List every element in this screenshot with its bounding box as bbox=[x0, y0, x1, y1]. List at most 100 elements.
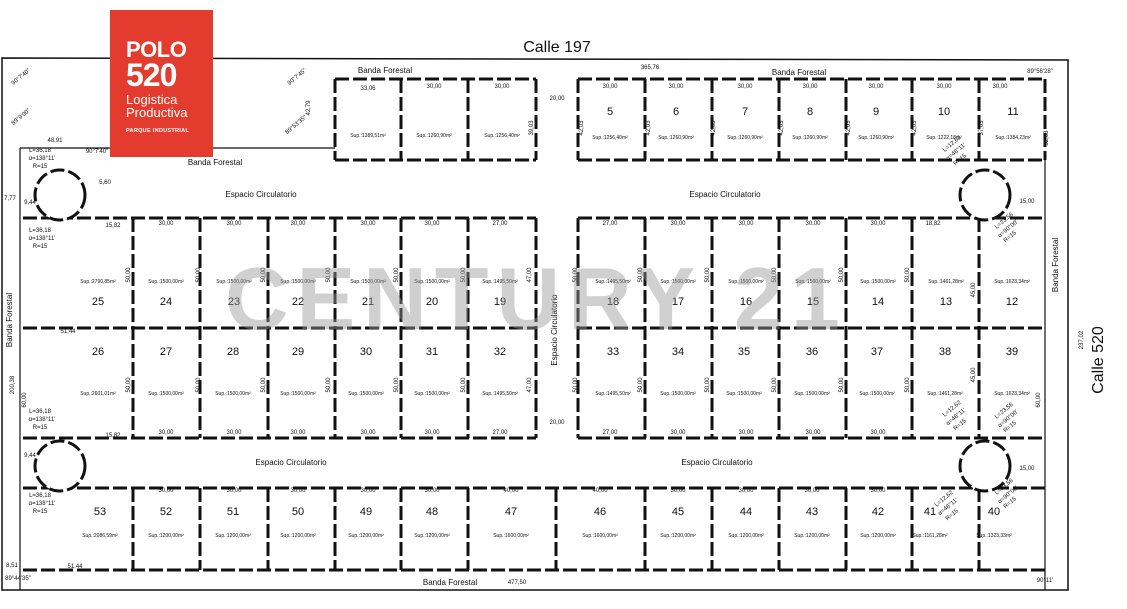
lot-surface: Sup.:1260,90m² bbox=[658, 135, 694, 141]
angle-label: 89°56'28" bbox=[1027, 69, 1053, 75]
dimension-label: 30,00 bbox=[668, 84, 684, 90]
cul-de-sac bbox=[958, 168, 1012, 222]
lot-number: 18 bbox=[607, 296, 619, 308]
curve-label: R=15 bbox=[33, 425, 48, 431]
lot-surface: Sup.:1200,00m² bbox=[860, 533, 896, 539]
lot-surface: Sup.:1500,00m² bbox=[280, 279, 316, 285]
lot-number: 52 bbox=[160, 506, 172, 518]
street-label-north: Calle 197 bbox=[523, 39, 591, 56]
lot-surface: Sup.:1495,50m² bbox=[482, 279, 518, 285]
dimension-label: 50,00 bbox=[705, 377, 711, 393]
dimension-label: 50,00 bbox=[326, 267, 332, 283]
curve-label: R=15 bbox=[33, 164, 48, 170]
lot-surface: Sup.:1500,00m² bbox=[726, 391, 762, 397]
dimension-label: 30,00 bbox=[936, 84, 952, 90]
lot-surface: Sup.:1623,34m² bbox=[994, 391, 1030, 397]
lot-surface: Sup.:1384,23m² bbox=[995, 135, 1031, 141]
dimension-label: 27,00 bbox=[602, 430, 618, 436]
dimension-label: 50,00 bbox=[126, 377, 132, 393]
angle-label: 90°11' bbox=[1037, 578, 1053, 584]
lot-number: 7 bbox=[742, 106, 748, 118]
dimension-label: 30,00 bbox=[870, 488, 886, 494]
lot-surface: Sup.:1500,00m² bbox=[795, 279, 831, 285]
curve-label: R=15 bbox=[33, 509, 48, 515]
curve-label: L=36,18 bbox=[29, 409, 52, 415]
dimension-label: 42,79 bbox=[306, 100, 312, 116]
angle-label: 90°7'40" bbox=[11, 68, 32, 87]
dimension-label: 30,00 bbox=[804, 488, 820, 494]
lot-surface: Sup.:2790,85m² bbox=[80, 279, 116, 285]
lot-number: 45 bbox=[672, 506, 684, 518]
lot-number: 46 bbox=[594, 506, 606, 518]
century21-watermark: CENTURY 21 bbox=[225, 249, 848, 348]
lot-surface: Sup.:1260,90m² bbox=[727, 135, 763, 141]
dimension-label: 47,00 bbox=[527, 267, 533, 283]
curve-label: α=138°11' bbox=[29, 501, 56, 507]
lot-number: 41 bbox=[924, 506, 936, 518]
dimension-label: 30,00 bbox=[424, 221, 440, 227]
lot-surface: Sup.:1500,00m² bbox=[414, 391, 450, 397]
lot-number: 39 bbox=[1006, 346, 1018, 358]
lot-surface: Sup.:1260,90m² bbox=[416, 133, 452, 139]
dimension-label: 30,00 bbox=[738, 488, 754, 494]
lot-number: 6 bbox=[673, 106, 679, 118]
banda-forestal-label: Banda Forestal bbox=[1051, 238, 1060, 292]
lot-surface: Sup.:1500,00m² bbox=[148, 391, 184, 397]
dimension-label: 5,60 bbox=[99, 180, 111, 186]
dimension-label: 27,00 bbox=[492, 430, 508, 436]
lot-number: 26 bbox=[92, 346, 104, 358]
dimension-label: 50,00 bbox=[394, 377, 400, 393]
dimension-label: 50,00 bbox=[126, 267, 132, 283]
dimension-label: 30,00 bbox=[738, 221, 754, 227]
lot-surface: Sup.:1161,28m² bbox=[912, 533, 948, 539]
cul-de-sac bbox=[958, 439, 1012, 493]
dimension-label: 50,00 bbox=[394, 267, 400, 283]
dimension-label: 42,03 bbox=[846, 120, 852, 136]
lot-surface: Sup.:2601,01m² bbox=[80, 391, 116, 397]
lot-surface: Sup.:1500,00m² bbox=[660, 391, 696, 397]
dimension-label: 30,00 bbox=[426, 84, 442, 90]
dimension-label: 30,00 bbox=[424, 430, 440, 436]
lot-number: 28 bbox=[227, 346, 239, 358]
dimension-label: 30,00 bbox=[868, 84, 884, 90]
lot-surface: Sup.:1200,00m² bbox=[348, 533, 384, 539]
dimension-label: 30,00 bbox=[360, 221, 376, 227]
dimension-label: 30,00 bbox=[226, 221, 242, 227]
angle-label: 89°44'35" bbox=[5, 576, 31, 582]
lot-surface: Sup.:1222,18m² bbox=[926, 135, 962, 141]
lot-surface: Sup.:1623,34m² bbox=[994, 279, 1030, 285]
dimension-label: 30,00 bbox=[670, 430, 686, 436]
dimension-label: 30,00 bbox=[870, 430, 886, 436]
property-boundary bbox=[1, 57, 1069, 591]
dimension-label: 45,00 bbox=[971, 367, 977, 383]
dimension-label: 42,03 bbox=[779, 120, 785, 136]
dimension-label: 50,00 bbox=[573, 377, 579, 393]
dimension-label: 237,02 bbox=[1079, 330, 1085, 349]
dimension-label: 50,00 bbox=[905, 377, 911, 393]
dimension-label: 30,00 bbox=[226, 430, 242, 436]
lot-surface: Sup.:1500,00m² bbox=[148, 279, 184, 285]
dimension-label: 50,00 bbox=[638, 377, 644, 393]
angle-label: 90°7'45" bbox=[287, 68, 308, 87]
dimension-label: 15,82 bbox=[105, 223, 121, 229]
banda-forestal-label: Banda Forestal bbox=[5, 293, 14, 347]
lot-number: 20 bbox=[426, 296, 438, 308]
curve-label: L=36,18 bbox=[29, 148, 52, 154]
street-label-east: Calle 520 bbox=[1090, 326, 1107, 394]
lot-surface: Sup.:1200,00m² bbox=[148, 533, 184, 539]
lot-number: 42 bbox=[872, 506, 884, 518]
banda-forestal-label: Banda Forestal bbox=[188, 158, 242, 167]
angle-label: 90°7'40" bbox=[86, 149, 108, 155]
lot-surface: Sup.:1200,00m² bbox=[280, 533, 316, 539]
lot-surface: Sup.:1200,00m² bbox=[215, 533, 251, 539]
dimension-label: 50,00 bbox=[772, 377, 778, 393]
lot-surface: Sup.:1256,40m² bbox=[592, 135, 628, 141]
dimension-label: 30,00 bbox=[870, 221, 886, 227]
curve-label: R=15 bbox=[33, 244, 48, 250]
lot-surface: Sup.:1500,00m² bbox=[414, 279, 450, 285]
dimension-label: 30,00 bbox=[805, 430, 821, 436]
dimension-label: 33,06 bbox=[360, 86, 376, 92]
lot-number: 34 bbox=[672, 346, 684, 358]
dimension-label: 9,44 bbox=[24, 453, 36, 459]
dimension-label: 42,03 bbox=[912, 120, 918, 136]
